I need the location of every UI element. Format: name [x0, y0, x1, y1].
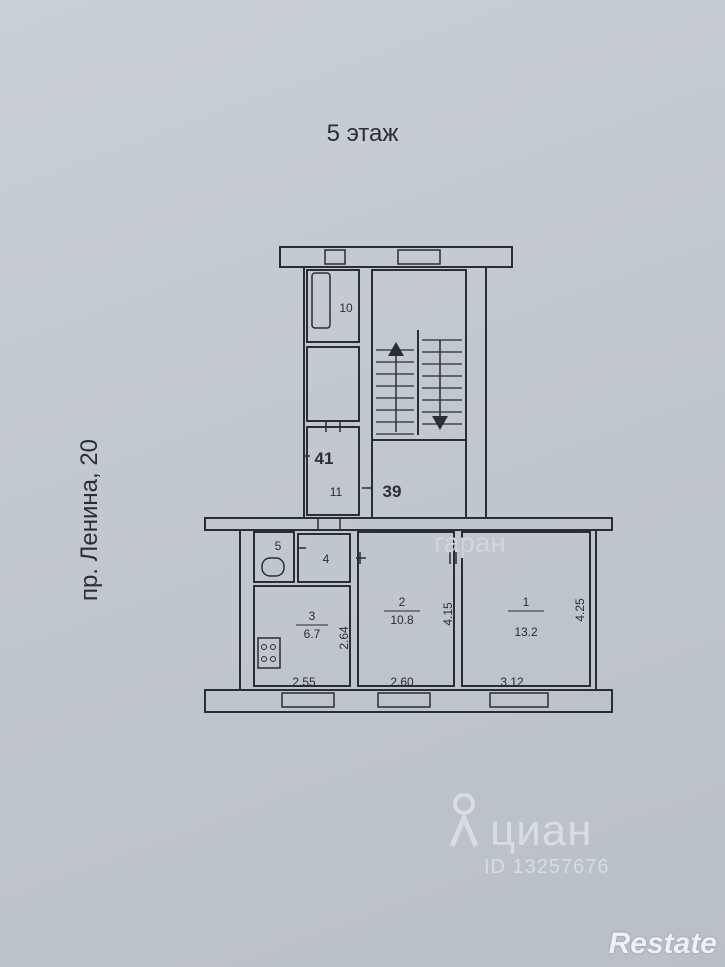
door-marks — [298, 420, 457, 564]
room-11-area — [306, 426, 360, 516]
bottom-wall — [204, 689, 613, 713]
room-label-4: 4 — [323, 552, 330, 566]
room-2 — [357, 531, 455, 687]
top-window-right — [397, 249, 441, 265]
window-1 — [489, 692, 549, 708]
room-3 — [253, 585, 351, 687]
stair-arrow-up — [388, 342, 404, 432]
site-watermark: Restate — [608, 927, 717, 960]
window-2 — [377, 692, 431, 708]
dim-width-room-2: 2.60 — [390, 675, 414, 689]
pin-icon — [449, 793, 479, 847]
room-label-5: 5 — [275, 539, 282, 553]
window-3 — [281, 692, 335, 708]
apartment-number-39: 39 — [383, 482, 402, 501]
top-wall — [279, 246, 513, 268]
dim-height-room-2: 4.15 — [441, 602, 455, 626]
room-label-11: 11 — [330, 485, 343, 499]
portal-watermark: циан ID 13257676 — [440, 790, 660, 890]
room-area-3: 6.7 — [304, 627, 321, 641]
dim-height-room-3: 2.64 — [337, 626, 351, 650]
portal-listing-id: ID 13257676 — [484, 856, 610, 878]
upper-left-wall — [280, 266, 305, 518]
lower-top-wall — [204, 517, 613, 531]
stove — [257, 637, 281, 669]
dim-height-room-1: 4.25 — [573, 598, 587, 622]
room-10b — [306, 346, 360, 422]
apartment-number-41: 41 — [315, 449, 334, 468]
room-label-10: 10 — [339, 301, 353, 315]
portal-name: циан — [490, 806, 593, 855]
floor-title: 5 этаж — [326, 120, 399, 147]
stair-arrow-down — [432, 340, 448, 430]
room-label-1: 1 — [523, 595, 530, 609]
dim-width-room-1: 3.12 — [500, 675, 524, 689]
bathtub — [311, 272, 331, 329]
agency-watermark: гаран — [434, 527, 506, 558]
toilet — [261, 557, 285, 577]
room-10 — [306, 269, 360, 343]
room-5 — [253, 531, 295, 583]
room-area-1: 13.2 — [514, 625, 538, 639]
room-1 — [461, 531, 591, 687]
room-area-2: 10.8 — [390, 613, 414, 627]
room-label-2: 2 — [399, 595, 406, 609]
top-window-left — [324, 249, 346, 265]
room-4 — [297, 533, 351, 583]
dim-width-room-3: 2.55 — [292, 675, 316, 689]
room-label-3: 3 — [309, 609, 316, 623]
